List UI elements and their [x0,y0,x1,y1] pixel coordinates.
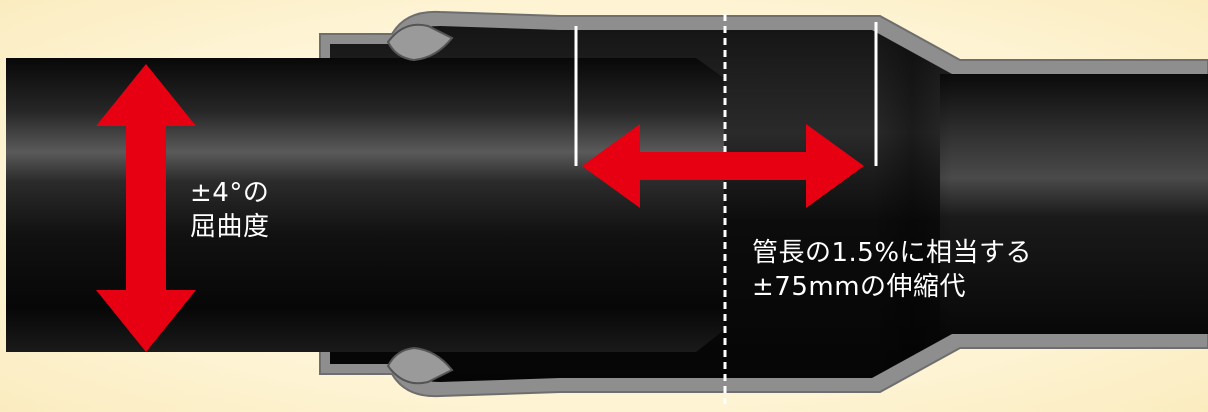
expansion-arrow [582,124,864,208]
bend-label-line2: 屈曲度 [190,212,270,242]
bend-arrow [96,64,196,352]
inserted-pipe [6,58,724,352]
bend-angle-label: ±4°の 屈曲度 [190,176,270,244]
right-pipe [940,74,1208,334]
gasket-top [386,23,454,62]
bell-taper [872,30,952,378]
bend-label-line1: ±4°の [190,178,270,208]
gasket-bottom [386,346,454,385]
expansion-label-line1: 管長の1.5%に相当する [752,238,1033,268]
expansion-label: 管長の1.5%に相当する ±75mmの伸縮代 [752,236,1032,304]
expansion-label-line2: ±75mmの伸縮代 [752,272,967,302]
